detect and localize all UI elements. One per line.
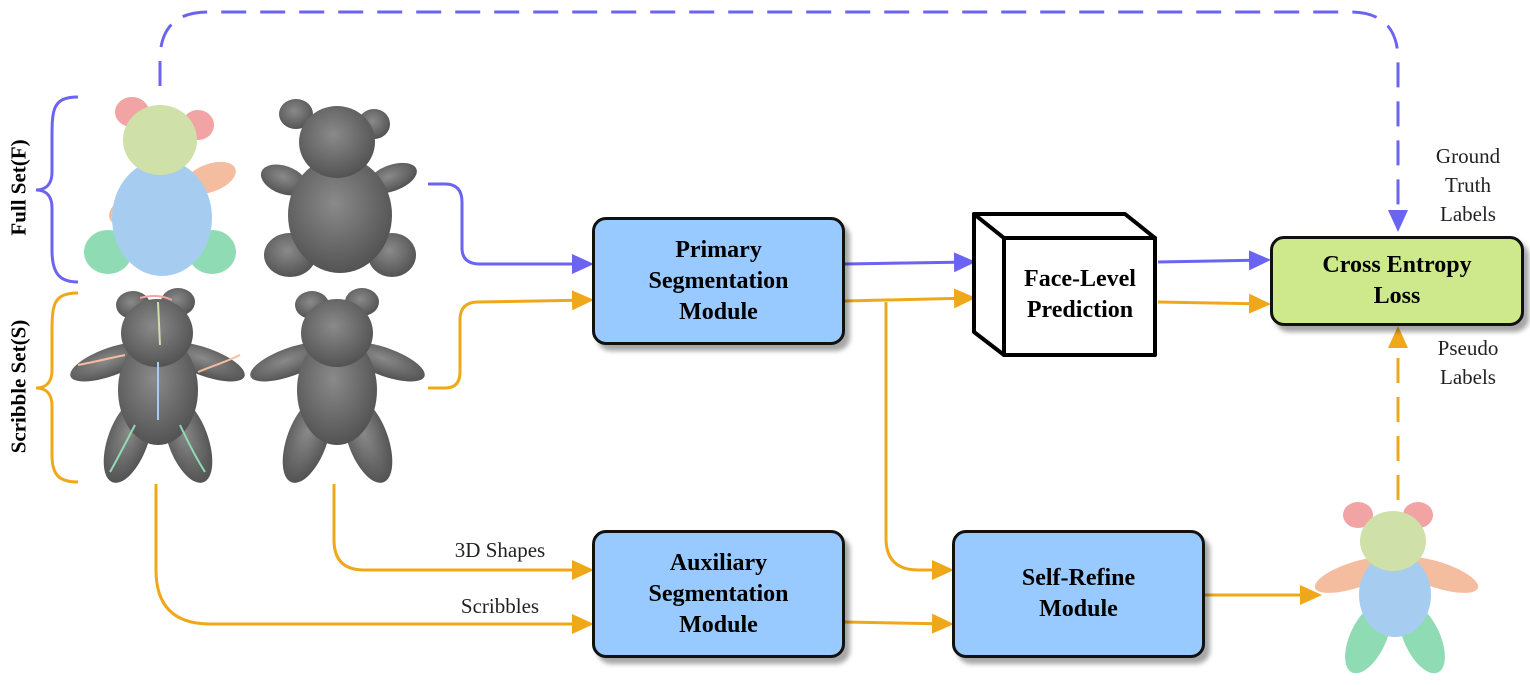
scribble-set-label: Scribble Set(S) (6, 319, 31, 454)
gt-line-2: Truth (1445, 173, 1491, 197)
primary-to-prediction-blue (844, 252, 976, 273)
aux-to-refine-path (844, 613, 954, 634)
prediction-line-2: Prediction (1026, 297, 1134, 323)
teddy-full-colored (84, 97, 236, 276)
auxiliary-segmentation-module: Auxiliary Segmentation Module (592, 530, 845, 658)
prediction-cube (972, 212, 1157, 357)
primary-to-refine-path (884, 302, 954, 580)
ground-truth-labels: Ground Truth Labels (1418, 142, 1518, 229)
scribbles-path (154, 484, 594, 634)
primary-line-1: Primary (675, 236, 762, 263)
primary-line-2: Segmentation (648, 267, 789, 294)
pseudo-line-2: Labels (1440, 365, 1496, 389)
scribbles-label: Scribbles (460, 594, 540, 618)
full-set-label: Full Set(F) (6, 139, 31, 236)
full-to-primary-path (428, 182, 594, 274)
prediction-line-1: Face-Level (1024, 266, 1136, 292)
loss-line-1: Cross Entropy (1322, 252, 1472, 278)
self-refine-line-1: Self-Refine (1021, 565, 1136, 591)
prediction-to-loss-orange (1157, 293, 1271, 314)
gt-line-1: Ground (1435, 144, 1501, 168)
self-refine-line-2: Module (1039, 596, 1118, 622)
scribble-to-primary-path (428, 290, 594, 390)
face-level-prediction: Face-Level Prediction (1010, 264, 1150, 326)
loss-line-2: Loss (1373, 283, 1421, 309)
auxiliary-line-3: Module (679, 611, 758, 638)
teddy-scribbled (70, 288, 245, 483)
shapes-label: 3D Shapes (454, 538, 546, 562)
pseudo-line-1: Pseudo (1437, 336, 1499, 360)
teddy-pseudo-labeled (1314, 502, 1479, 674)
cross-entropy-loss: Cross Entropy Loss (1270, 236, 1524, 326)
primary-line-3: Module (679, 298, 758, 325)
primary-to-prediction-orange (844, 288, 976, 309)
scribble-set-brace (35, 291, 79, 484)
primary-segmentation-module: Primary Segmentation Module (592, 217, 845, 345)
pseudo-labels: Pseudo Labels (1418, 334, 1518, 392)
teddy-scribble-gray (250, 288, 425, 483)
auxiliary-line-1: Auxiliary (669, 549, 768, 576)
self-refine-module: Self-Refine Module (952, 530, 1205, 658)
gt-dashed-path (158, 10, 1408, 232)
auxiliary-line-2: Segmentation (648, 580, 789, 607)
gt-line-3: Labels (1440, 202, 1496, 226)
prediction-to-loss-blue (1157, 250, 1271, 271)
full-set-brace (35, 95, 79, 284)
teddy-full-gray (260, 99, 417, 277)
shapes-path (332, 484, 594, 580)
